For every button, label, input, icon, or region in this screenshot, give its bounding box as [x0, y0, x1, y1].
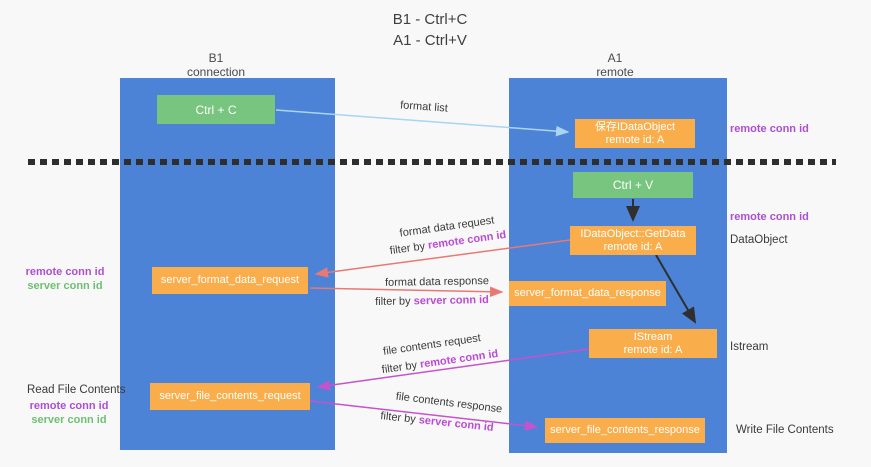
ctrl-v-box: Ctrl + V: [573, 172, 693, 198]
server-file-contents-request-label: server_file_contents_request: [159, 390, 301, 402]
save-idataobject-box: 保存IDataObject remote id: A: [575, 119, 695, 148]
ctrl-v-label: Ctrl + V: [612, 178, 654, 192]
server-file-contents-response-box: server_file_contents_response: [545, 418, 705, 443]
filter-by-server-conn-id-label-1: filter by server conn id: [375, 294, 489, 308]
arrow-format-data-request: [314, 239, 571, 278]
filter-emph-server-conn-id: server conn id: [413, 294, 489, 308]
server-file-contents-response-label: server_file_contents_response: [550, 424, 700, 436]
arrow-file-contents-request: [316, 348, 590, 391]
getdata-line2: remote id: A: [603, 240, 663, 253]
arrow-format-list: [275, 109, 570, 137]
write-file-contents-label: Write File Contents: [736, 424, 834, 436]
remote-conn-id-label-top-right: remote conn id: [730, 123, 809, 135]
title-line-1: B1 - Ctrl+C: [392, 11, 468, 28]
left-column-name: B1: [208, 51, 224, 65]
read-file-contents-label: Read File Contents: [27, 384, 126, 396]
right-column-subtitle: remote: [596, 65, 634, 79]
left-conn-id-labels-top: remote conn id server conn id: [20, 266, 110, 293]
server-format-data-request-box: server_format_data_request: [152, 267, 308, 294]
istream-box: IStream remote id: A: [589, 329, 717, 358]
remote-conn-id-label-left-top: remote conn id: [25, 266, 105, 278]
istream-line2: remote id: A: [623, 343, 683, 356]
server-conn-id-label-left-top: server conn id: [27, 279, 103, 292]
left-column-header: B1 connection: [120, 51, 312, 79]
ctrl-c-box: Ctrl + C: [157, 95, 275, 124]
save-idataobject-line2: remote id: A: [605, 133, 665, 146]
left-column-subtitle: connection: [186, 65, 246, 79]
dataobject-label: DataObject: [730, 234, 788, 246]
save-idataobject-line1: 保存IDataObject: [594, 120, 676, 133]
phase-divider-dashed-line: [28, 159, 836, 165]
arrow-getdata-to-istream: [655, 254, 697, 324]
right-column-name: A1: [607, 51, 623, 65]
diagram-title: B1 - Ctrl+C A1 - Ctrl+V: [280, 9, 580, 51]
server-format-data-response-box: server_format_data_response: [509, 281, 666, 306]
remote-conn-id-label-left-bottom: remote conn id: [29, 400, 109, 412]
remote-conn-id-label-mid-right: remote conn id: [730, 211, 809, 223]
filter-prefix: filter by: [375, 295, 414, 308]
idataobject-getdata-box: IDataObject::GetData remote id: A: [570, 226, 696, 255]
arrow-file-contents-response: [309, 400, 539, 431]
ctrl-c-label: Ctrl + C: [195, 102, 237, 117]
arrow-format-data-response: [309, 286, 504, 297]
getdata-line1: IDataObject::GetData: [580, 227, 686, 240]
istream-line1: IStream: [633, 330, 673, 343]
server-format-data-response-label: server_format_data_response: [514, 287, 661, 299]
server-file-contents-request-box: server_file_contents_request: [150, 383, 310, 410]
right-column-header: A1 remote: [509, 51, 721, 79]
left-conn-id-labels-bottom: remote conn id server conn id: [24, 400, 114, 427]
title-line-2: A1 - Ctrl+V: [393, 32, 467, 49]
istream-side-label: Istream: [730, 341, 769, 353]
format-data-response-label: format data response: [384, 275, 490, 289]
server-format-data-request-label: server_format_data_request: [160, 274, 300, 286]
server-conn-id-label-left-bottom: server conn id: [31, 413, 107, 426]
